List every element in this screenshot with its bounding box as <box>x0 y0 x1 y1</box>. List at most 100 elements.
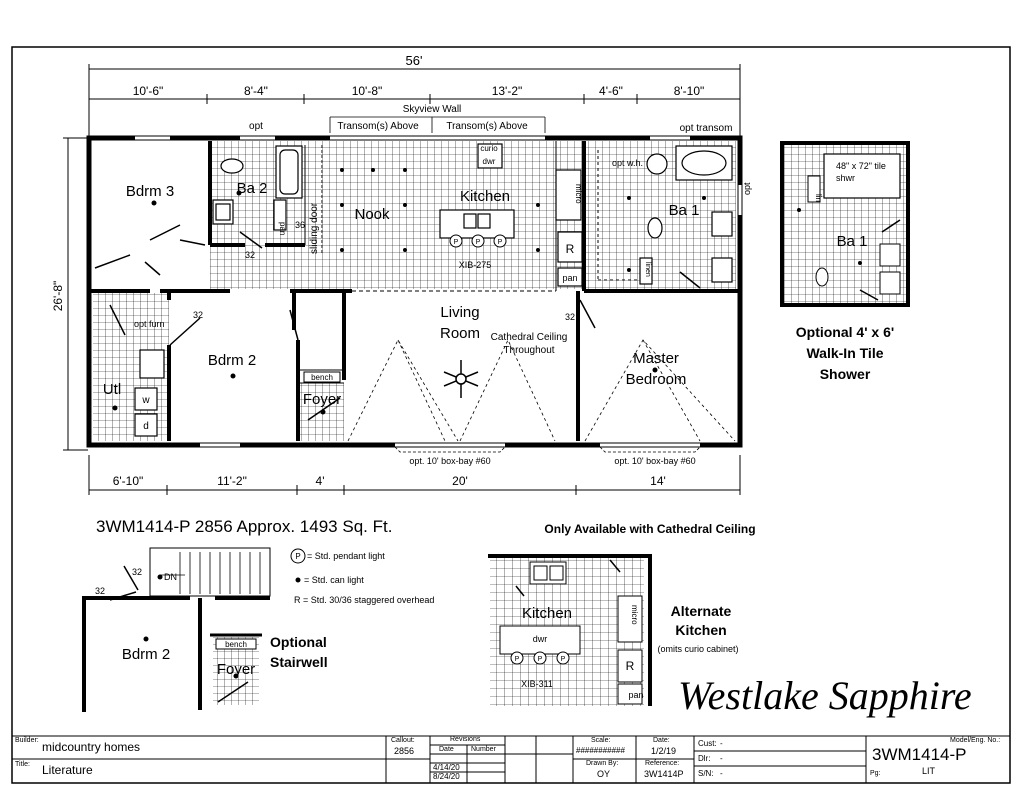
door-32-master: 32 <box>565 312 575 322</box>
callout-value: 2856 <box>394 746 415 756</box>
ba1-fixtures <box>639 145 733 285</box>
sn-label: S/N: <box>698 769 714 778</box>
pendant-lights <box>449 234 507 248</box>
transom-label-left: Transom(s) Above <box>337 121 419 132</box>
stairwell-inset <box>82 547 271 712</box>
callout-label: Callout: <box>391 737 415 744</box>
shower-size-label: 48" x 72" tile shwr <box>836 161 886 183</box>
alt-xib-label: XIB-311 <box>521 679 553 689</box>
stair-bench: bench <box>225 640 247 649</box>
stair-door-32a: 32 <box>95 586 105 596</box>
window-lines <box>135 135 700 448</box>
top-dim-5: 4'-6" <box>599 84 623 98</box>
legend-pendant-symbol: P <box>295 552 300 561</box>
model-no-value: 3WM1414-P <box>872 745 967 764</box>
model-no-label: Model/Eng. No.: <box>950 737 1001 744</box>
foyer-bench <box>303 371 341 383</box>
bottom-dimensions <box>88 455 741 495</box>
sliding-door-label: sliding door <box>309 202 320 254</box>
builder-label: Builder: <box>15 737 39 744</box>
bottom-dim-5: 14' <box>650 474 666 488</box>
door-32-ba2: 32 <box>245 250 255 260</box>
legend-overhead-text: R = Std. 30/36 staggered overhead <box>294 595 434 605</box>
room-ba1: Ba 1 <box>669 202 700 219</box>
stair-dn: DN <box>164 572 177 582</box>
room-kitchen: Kitchen <box>460 188 510 205</box>
alt-title: Alternate Kitchen <box>670 603 732 638</box>
pg-label: Pg: <box>870 770 881 777</box>
title-value: Literature <box>42 763 93 777</box>
drawn-label: Drawn By: <box>586 760 619 767</box>
pg-value: LIT <box>922 766 936 776</box>
bottom-dim-1: 6'-10" <box>113 474 144 488</box>
alt-range-label: R <box>626 659 635 673</box>
page-border <box>11 46 1011 784</box>
title-label: Title: <box>15 761 30 768</box>
door-swings <box>94 224 701 421</box>
can-lights <box>112 168 706 415</box>
shower-size-wrap: 48" x 72" tile shwr <box>836 161 886 183</box>
micro-label: micro <box>574 184 583 204</box>
room-foyer: Foyer <box>303 391 341 408</box>
rev-number-col: Number <box>471 746 496 753</box>
alt-pendant-p-1: P <box>515 656 520 663</box>
shower-title-wrap: Optional 4' x 6' Walk-In Tile Shower <box>795 324 895 382</box>
alt-subtitle: (omits curio cabinet) <box>657 644 738 654</box>
door-36-label: 36 <box>295 220 305 230</box>
rev-date-1: 4/14/20 <box>433 763 460 772</box>
stair-door-32b: 32 <box>132 567 142 577</box>
depth-dimension <box>63 137 88 451</box>
bench-label: bench <box>311 373 333 382</box>
builder-value: midcountry homes <box>42 740 141 754</box>
box-bay-label-master: opt. 10' box-bay #60 <box>614 456 695 466</box>
scale-value: ########### <box>576 746 625 755</box>
shower-ba1: Ba 1 <box>837 233 868 250</box>
room-utl: Utl <box>103 381 121 398</box>
rev-date-2: 8/24/20 <box>433 772 460 781</box>
alt-pendant-p-2: P <box>538 656 543 663</box>
pendant-p-3: P <box>498 239 503 246</box>
shower-title: Optional 4' x 6' Walk-In Tile Shower <box>795 324 895 382</box>
date-label: Date: <box>653 737 670 744</box>
cathedral-note: Cathedral Ceiling Throughout <box>490 332 568 356</box>
top-dim-6: 8'-10" <box>674 84 705 98</box>
skyview-wall-label: Skyview Wall <box>403 104 462 115</box>
kitchen-fixtures <box>439 143 583 287</box>
dwr-label: dwr <box>483 157 496 166</box>
ba2-pan-label: pan <box>278 222 287 235</box>
dlr-label: Dlr: <box>698 754 711 763</box>
top-dimensions <box>88 64 741 140</box>
room-bdrm2: Bdrm 2 <box>208 352 256 369</box>
pantry-label: pan <box>562 273 577 283</box>
linen-label: linen <box>644 262 651 277</box>
room-master-wrap: Master Bedroom <box>625 350 687 388</box>
legend-pendant-text: = Std. pendant light <box>307 551 385 561</box>
shower-lin-label: lin <box>814 194 823 202</box>
stair-bdrm2: Bdrm 2 <box>122 646 170 663</box>
room-living: Living Room <box>439 304 480 342</box>
opt-furn-label: opt furn <box>134 319 165 329</box>
pendant-p-1: P <box>454 239 459 246</box>
washer-label: w <box>141 395 150 406</box>
window-openings <box>135 136 742 447</box>
light-partitions <box>298 141 640 384</box>
pendant-p-2: P <box>476 239 481 246</box>
cathedral-lines <box>347 339 736 442</box>
room-master: Master Bedroom <box>625 350 687 388</box>
sn-value: - <box>720 769 723 778</box>
opt-window-label: opt <box>249 121 263 132</box>
alt-availability: Only Available with Cathedral Ceiling <box>544 522 755 536</box>
stair-foyer: Foyer <box>217 661 255 678</box>
alt-micro-label: micro <box>630 605 639 625</box>
door-32-bdrm2: 32 <box>193 310 203 320</box>
bottom-dim-2: 11'-2" <box>217 474 247 488</box>
dryer-label: d <box>143 421 149 432</box>
alt-pendant-p-3: P <box>561 656 566 663</box>
alt-pan-label: pan <box>628 690 643 700</box>
top-dim-1: 10'-6" <box>133 84 164 98</box>
ba2-fixtures <box>212 145 303 231</box>
model-title: 3WM1414-P 2856 Approx. 1493 Sq. Ft. <box>96 517 392 536</box>
xib-275-label: XIB-275 <box>459 260 492 270</box>
dlr-value: - <box>720 754 723 763</box>
